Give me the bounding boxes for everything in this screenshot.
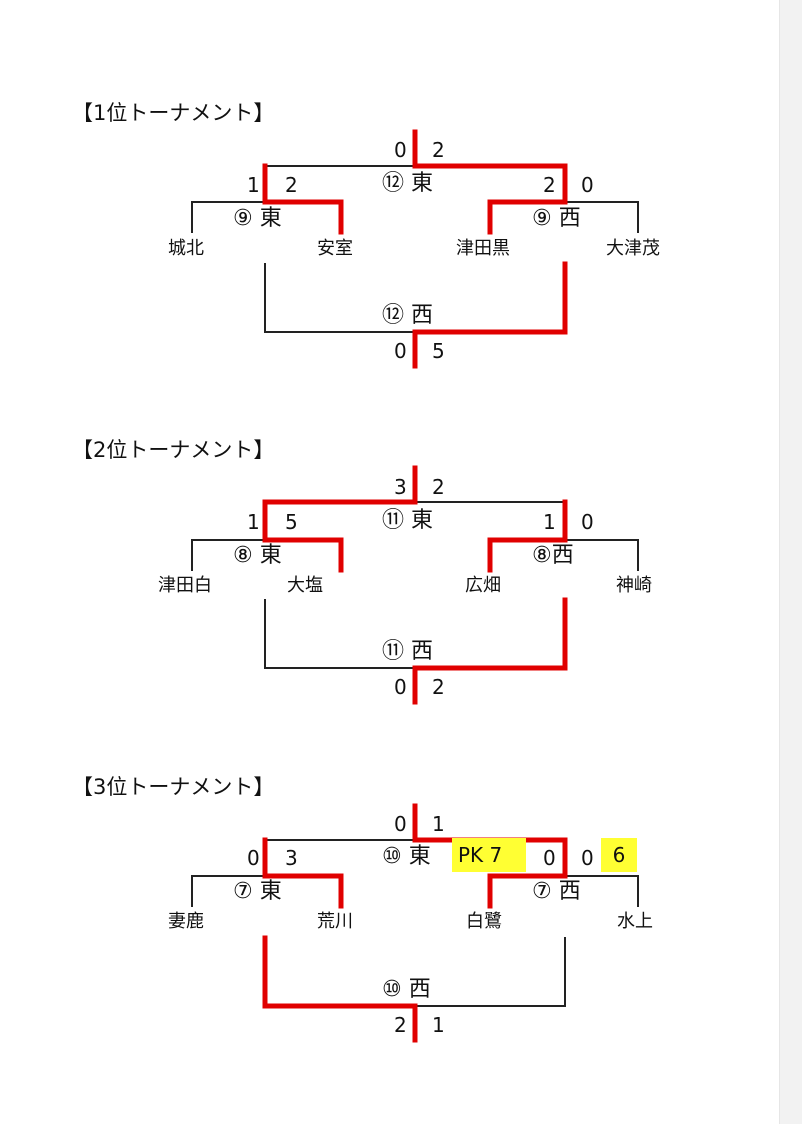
semi-west-match-name: ⑨ 西 [532,206,581,231]
tournament-title: 【1位トーナメント】 [72,101,275,125]
team-name: 城北 [168,238,204,259]
third-score-right: 2 [432,675,445,699]
final-score-right: 2 [432,138,445,162]
final-match-name: ⑫ 東 [382,171,433,196]
final-score-right: 1 [432,812,445,836]
team-name: 神崎 [616,575,652,596]
final-match-name: ⑪ 東 [382,508,433,533]
bracket-3-lines [191,803,639,1043]
semi-east-score-left: 0 [247,846,260,870]
tournament-title: 【2位トーナメント】 [72,438,275,462]
third-match-name: ⑫ 西 [382,303,433,328]
pk-score-badge: 6 [601,838,637,872]
third-match-name: ⑩ 西 [382,977,431,1002]
semi-east-score-left: 1 [247,510,260,534]
team-name: 広畑 [465,575,501,596]
third-score-left: 2 [394,1013,407,1037]
semi-west-score-right: 0 [581,510,594,534]
team-name: 津田白 [158,575,212,596]
bracket-1-lines [191,129,639,369]
final-score-left: 0 [394,812,407,836]
semi-east-score-right: 3 [285,846,298,870]
third-score-left: 0 [394,339,407,363]
semi-east-score-left: 1 [247,173,260,197]
semi-west-score-right: 0 [581,173,594,197]
third-score-right: 1 [432,1013,445,1037]
pk-score-badge: PK 7 [452,838,526,872]
semi-east-score-right: 5 [285,510,298,534]
final-score-right: 2 [432,475,445,499]
semi-west-match-name: ⑧西 [532,543,574,568]
semi-east-match-name: ⑦ 東 [233,879,282,904]
third-score-right: 5 [432,339,445,363]
semi-west-score-right: 0 [581,846,594,870]
semi-west-score-left: 2 [543,173,556,197]
semi-east-match-name: ⑨ 東 [233,206,282,231]
bracket-2-lines [191,465,639,705]
team-name: 大津茂 [606,238,660,259]
tournament-title: 【3位トーナメント】 [72,775,275,799]
final-score-left: 0 [394,138,407,162]
team-name: 大塩 [287,575,323,596]
team-name: 水上 [617,911,653,932]
semi-west-score-left: 1 [543,510,556,534]
semi-east-score-right: 2 [285,173,298,197]
team-name: 白鷺 [466,911,502,932]
final-match-name: ⑩ 東 [382,844,431,869]
third-match-name: ⑪ 西 [382,639,433,664]
semi-east-match-name: ⑧ 東 [233,543,282,568]
page-edge-shadow [779,0,802,1124]
semi-west-score-left: 0 [543,846,556,870]
team-name: 荒川 [317,911,353,932]
team-name: 妻鹿 [168,911,204,932]
third-score-left: 0 [394,675,407,699]
semi-west-match-name: ⑦ 西 [532,879,581,904]
team-name: 津田黒 [456,238,510,259]
team-name: 安室 [317,238,353,259]
final-score-left: 3 [394,475,407,499]
